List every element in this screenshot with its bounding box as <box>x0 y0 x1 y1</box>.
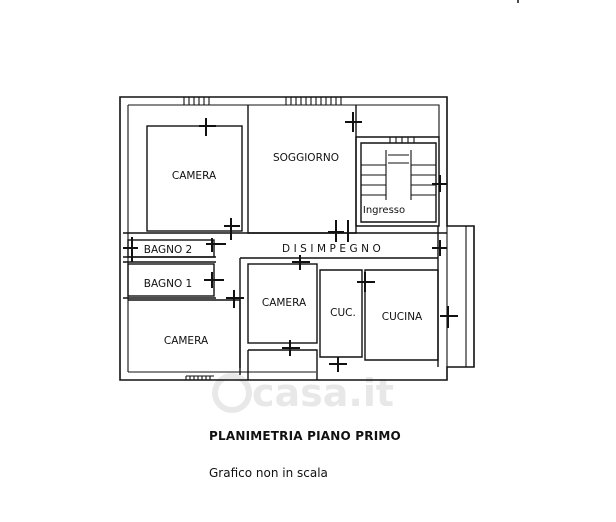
watermark-logo-icon <box>212 373 252 413</box>
label-bagno-2: BAGNO 2 <box>144 244 192 256</box>
interior-walls <box>123 105 447 380</box>
label-cuc: CUC. <box>330 307 356 319</box>
openings <box>183 97 436 380</box>
scale-note: Grafico non in scala <box>209 466 328 480</box>
label-camera-center: CAMERA <box>262 297 307 309</box>
label-ingresso: Ingresso <box>363 205 405 216</box>
label-camera-top: CAMERA <box>172 170 217 182</box>
label-cucina: CUCINA <box>382 311 423 323</box>
watermark-text: casa.it <box>252 371 394 415</box>
label-camera-bottom-left: CAMERA <box>164 335 209 347</box>
label-soggiorno: SOGGIORNO <box>273 152 339 164</box>
outer-walls <box>119 96 475 381</box>
door-markers <box>123 112 458 372</box>
plan-title: PLANIMETRIA PIANO PRIMO <box>209 429 401 443</box>
label-bagno-1: BAGNO 1 <box>144 278 192 290</box>
watermark: casa.it <box>212 371 394 415</box>
label-disimpegno: DISIMPEGNO <box>282 243 384 255</box>
